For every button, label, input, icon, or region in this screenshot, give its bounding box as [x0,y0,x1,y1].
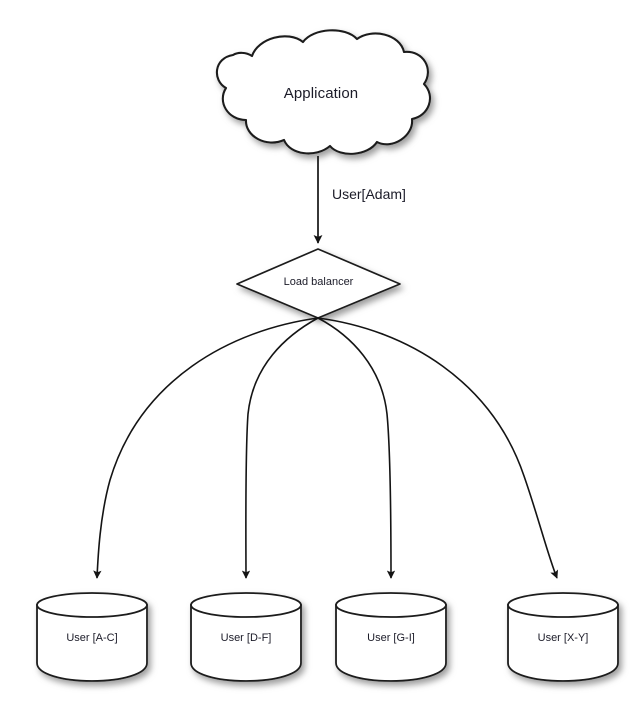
load-balancer-shape[interactable] [236,248,401,319]
edge-balancer-to-db-g-i [317,317,396,579]
edge-balancer-to-db-a-c [93,317,319,579]
edge-balancer-to-db-x-y [317,317,559,579]
db-x-y-shape[interactable] [507,592,619,682]
application-cloud-shape[interactable] [216,29,432,155]
edge-balancer-to-db-d-f [241,317,319,579]
db-a-c-shape[interactable] [36,592,148,682]
db-g-i-shape[interactable] [335,592,447,682]
db-d-f-shape[interactable] [190,592,302,682]
